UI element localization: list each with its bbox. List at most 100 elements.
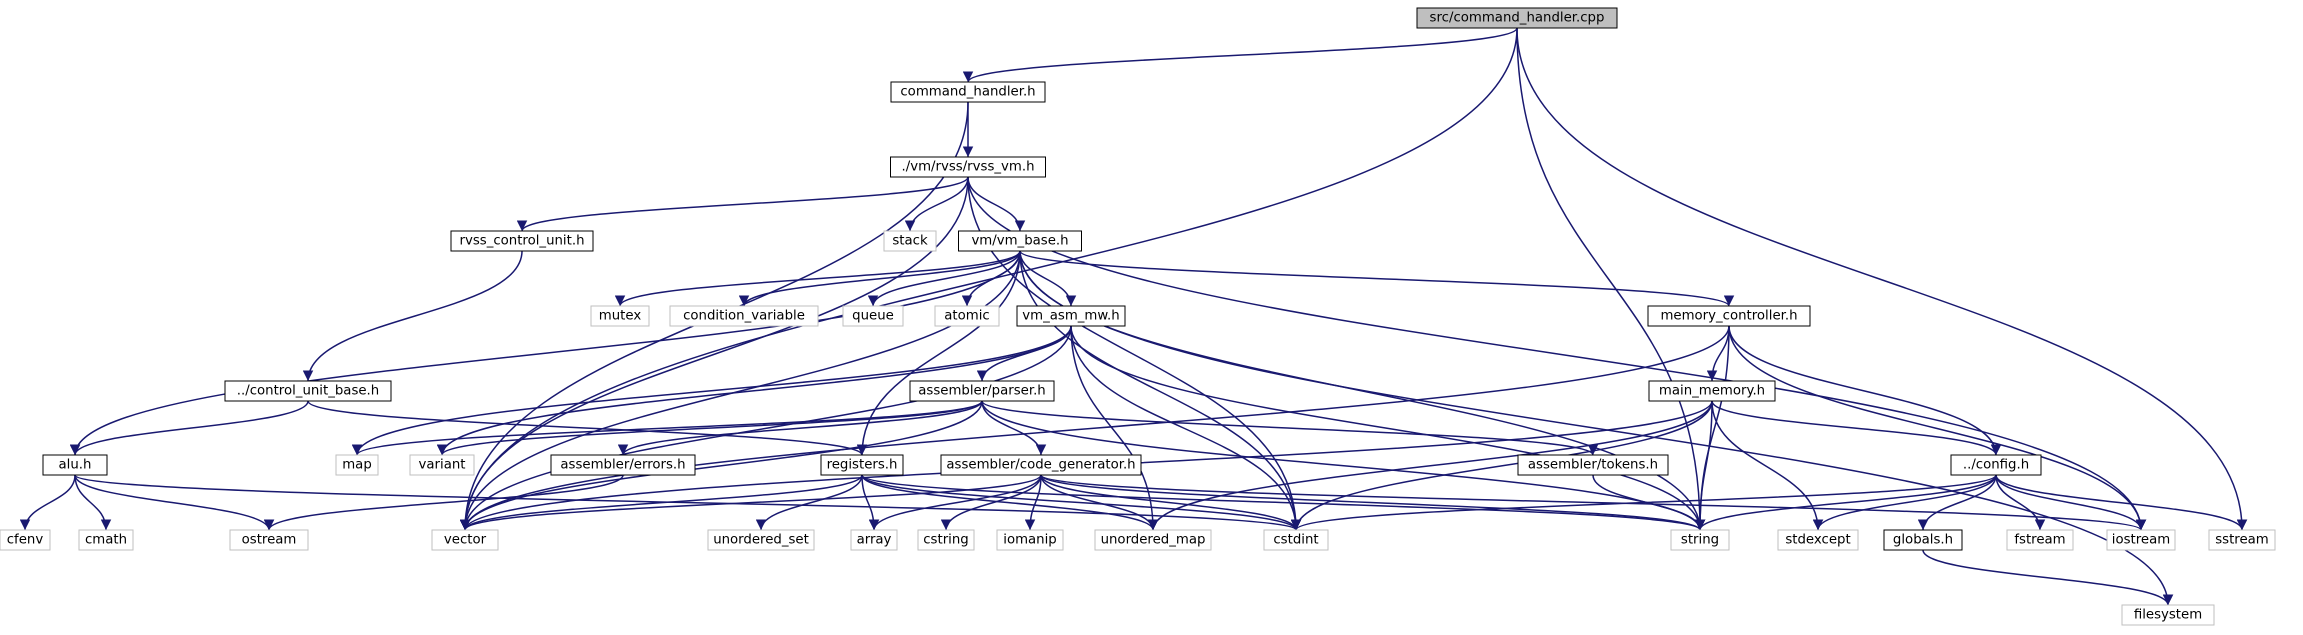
node-box [850, 529, 898, 551]
node-label: cstring [923, 533, 968, 548]
edge-control_unit_base_h-to-alu_h [69, 400, 309, 456]
node-label: condition_variable [683, 309, 805, 324]
node-variant: variant [409, 454, 475, 476]
node-box [335, 454, 379, 476]
edge-vm_base_h-to-condition_variable [738, 250, 1021, 307]
edge-registers_h-to-unordered_map [861, 474, 1159, 531]
node-alu-h[interactable]: alu.h [42, 454, 108, 476]
node-src-command-handler-cpp[interactable]: src/command_handler.cpp [1416, 7, 1618, 29]
node-box [229, 529, 309, 551]
edge-config_h-to-string [1694, 474, 1997, 531]
node-label: memory_controller.h [1660, 309, 1797, 324]
node-code-generator-h[interactable]: assembler/code_generator.h [940, 454, 1142, 476]
node-assembler-tokens-h[interactable]: assembler/tokens.h [1517, 454, 1669, 476]
node-box [1950, 454, 2042, 476]
edges-layer [19, 27, 2248, 606]
node-box [78, 529, 134, 551]
edge-src_command_handler_cpp-to-sstream [1516, 27, 2248, 531]
node-vm-base-h[interactable]: vm/vm_base.h [958, 230, 1082, 252]
node-main-memory-h[interactable]: main_memory.h [1648, 380, 1776, 402]
node-box [958, 230, 1082, 252]
node-label: src/command_handler.cpp [1430, 11, 1605, 26]
node-box [820, 454, 904, 476]
edge-vm_base_h-to-queue [867, 250, 1021, 307]
node-registers-h[interactable]: registers.h [820, 454, 904, 476]
node-label: cmath [85, 533, 127, 548]
edge-vm_base_h-to-registers_h [856, 250, 1021, 456]
edge-src_command_handler_cpp-to-command_handler_h [962, 27, 1518, 83]
node-control-unit-base-h[interactable]: ../control_unit_base.h [224, 380, 392, 402]
edge-vm_base_h-to-cstdint [1019, 250, 1302, 531]
node-label: cstdint [1273, 533, 1318, 548]
node-box [0, 529, 51, 551]
nodes-layer: src/command_handler.cpp command_handler.h… [0, 7, 2276, 626]
node-unordered-map: unordered_map [1094, 529, 1212, 551]
node-rvss-control-unit-h[interactable]: rvss_control_unit.h [450, 230, 594, 252]
edge-assembler_parser_h-to-code_generator_h [981, 400, 1047, 456]
node-iomanip: iomanip [996, 529, 1064, 551]
node-label: sstream [2215, 533, 2269, 548]
node-box [1094, 529, 1212, 551]
node-box [2006, 529, 2074, 551]
node-globals-h[interactable]: globals.h [1883, 529, 1963, 551]
edge-alu_h-to-cstdint [74, 474, 1301, 531]
edge-registers_h-to-cstdint [861, 474, 1302, 531]
node-queue: queue [842, 305, 904, 327]
node-label: stdexcept [1785, 533, 1850, 548]
node-label: stack [892, 234, 928, 249]
node-label: assembler/code_generator.h [946, 458, 1135, 473]
node-rvss-vm-h[interactable]: ./vm/rvss/rvss_vm.h [890, 156, 1046, 178]
node-label: map [342, 458, 372, 473]
node-assembler-errors-h[interactable]: assembler/errors.h [550, 454, 696, 476]
edge-assembler_parser_h-to-map [351, 400, 983, 456]
node-string: string [1670, 529, 1730, 551]
node-label: array [857, 533, 892, 548]
edge-code_generator_h-to-unordered_map [1040, 474, 1159, 531]
edge-vm_asm_mw_h-to-map [351, 325, 1072, 456]
node-box [1670, 529, 1730, 551]
edge-rvss_vm_h-to-vm_base_h [967, 176, 1026, 232]
node-box [1648, 380, 1776, 402]
node-label: ./vm/rvss/rvss_vm.h [902, 160, 1035, 175]
node-label: variant [419, 458, 466, 473]
edge-config_h-to-stdexcept [1812, 474, 1997, 531]
edge-config_h-to-iostream [1995, 474, 2147, 531]
node-label: filesystem [2134, 608, 2202, 623]
node-cfenv: cfenv [0, 529, 51, 551]
edge-assembler_parser_h-to-assembler_tokens_h [981, 400, 1599, 456]
node-box [590, 305, 650, 327]
edge-code_generator_h-to-iomanip [1024, 474, 1042, 531]
node-box [431, 529, 499, 551]
node-vm-asm-mw-h[interactable]: vm_asm_mw.h [1016, 305, 1126, 327]
edge-assembler_parser_h-to-assembler_errors_h [617, 400, 983, 456]
edge-code_generator_h-to-vector [459, 474, 1042, 531]
node-box [996, 529, 1064, 551]
edge-registers_h-to-string [861, 474, 1705, 531]
node-command-handler-h[interactable]: command_handler.h [890, 81, 1046, 103]
node-config-h[interactable]: ../config.h [1950, 454, 2042, 476]
node-box [224, 380, 392, 402]
node-stdexcept: stdexcept [1777, 529, 1859, 551]
node-box [450, 230, 594, 252]
node-memory-controller-h[interactable]: memory_controller.h [1647, 305, 1811, 327]
edge-code_generator_h-to-cstring [940, 474, 1042, 531]
edge-alu_h-to-ostream [74, 474, 275, 531]
node-atomic: atomic [934, 305, 1000, 327]
node-vector: vector [431, 529, 499, 551]
node-label: ../config.h [1963, 458, 2029, 473]
node-assembler-parser-h[interactable]: assembler/parser.h [909, 380, 1055, 402]
edge-src_command_handler_cpp-to-string [1516, 27, 1706, 531]
node-label: ostream [242, 533, 297, 548]
node-label: fstream [2014, 533, 2065, 548]
edge-main_memory_h-to-unordered_map [1147, 400, 1713, 531]
node-box [1016, 305, 1126, 327]
edge-config_h-to-fstream [1995, 474, 2046, 531]
node-cstdint: cstdint [1263, 529, 1329, 551]
edge-rvss_control_unit_h-to-control_unit_base_h [302, 250, 523, 382]
node-mutex: mutex [590, 305, 650, 327]
node-box [2208, 529, 2276, 551]
node-box [2121, 604, 2215, 626]
edge-config_h-to-globals_h [1917, 474, 1997, 531]
node-box [1883, 529, 1963, 551]
